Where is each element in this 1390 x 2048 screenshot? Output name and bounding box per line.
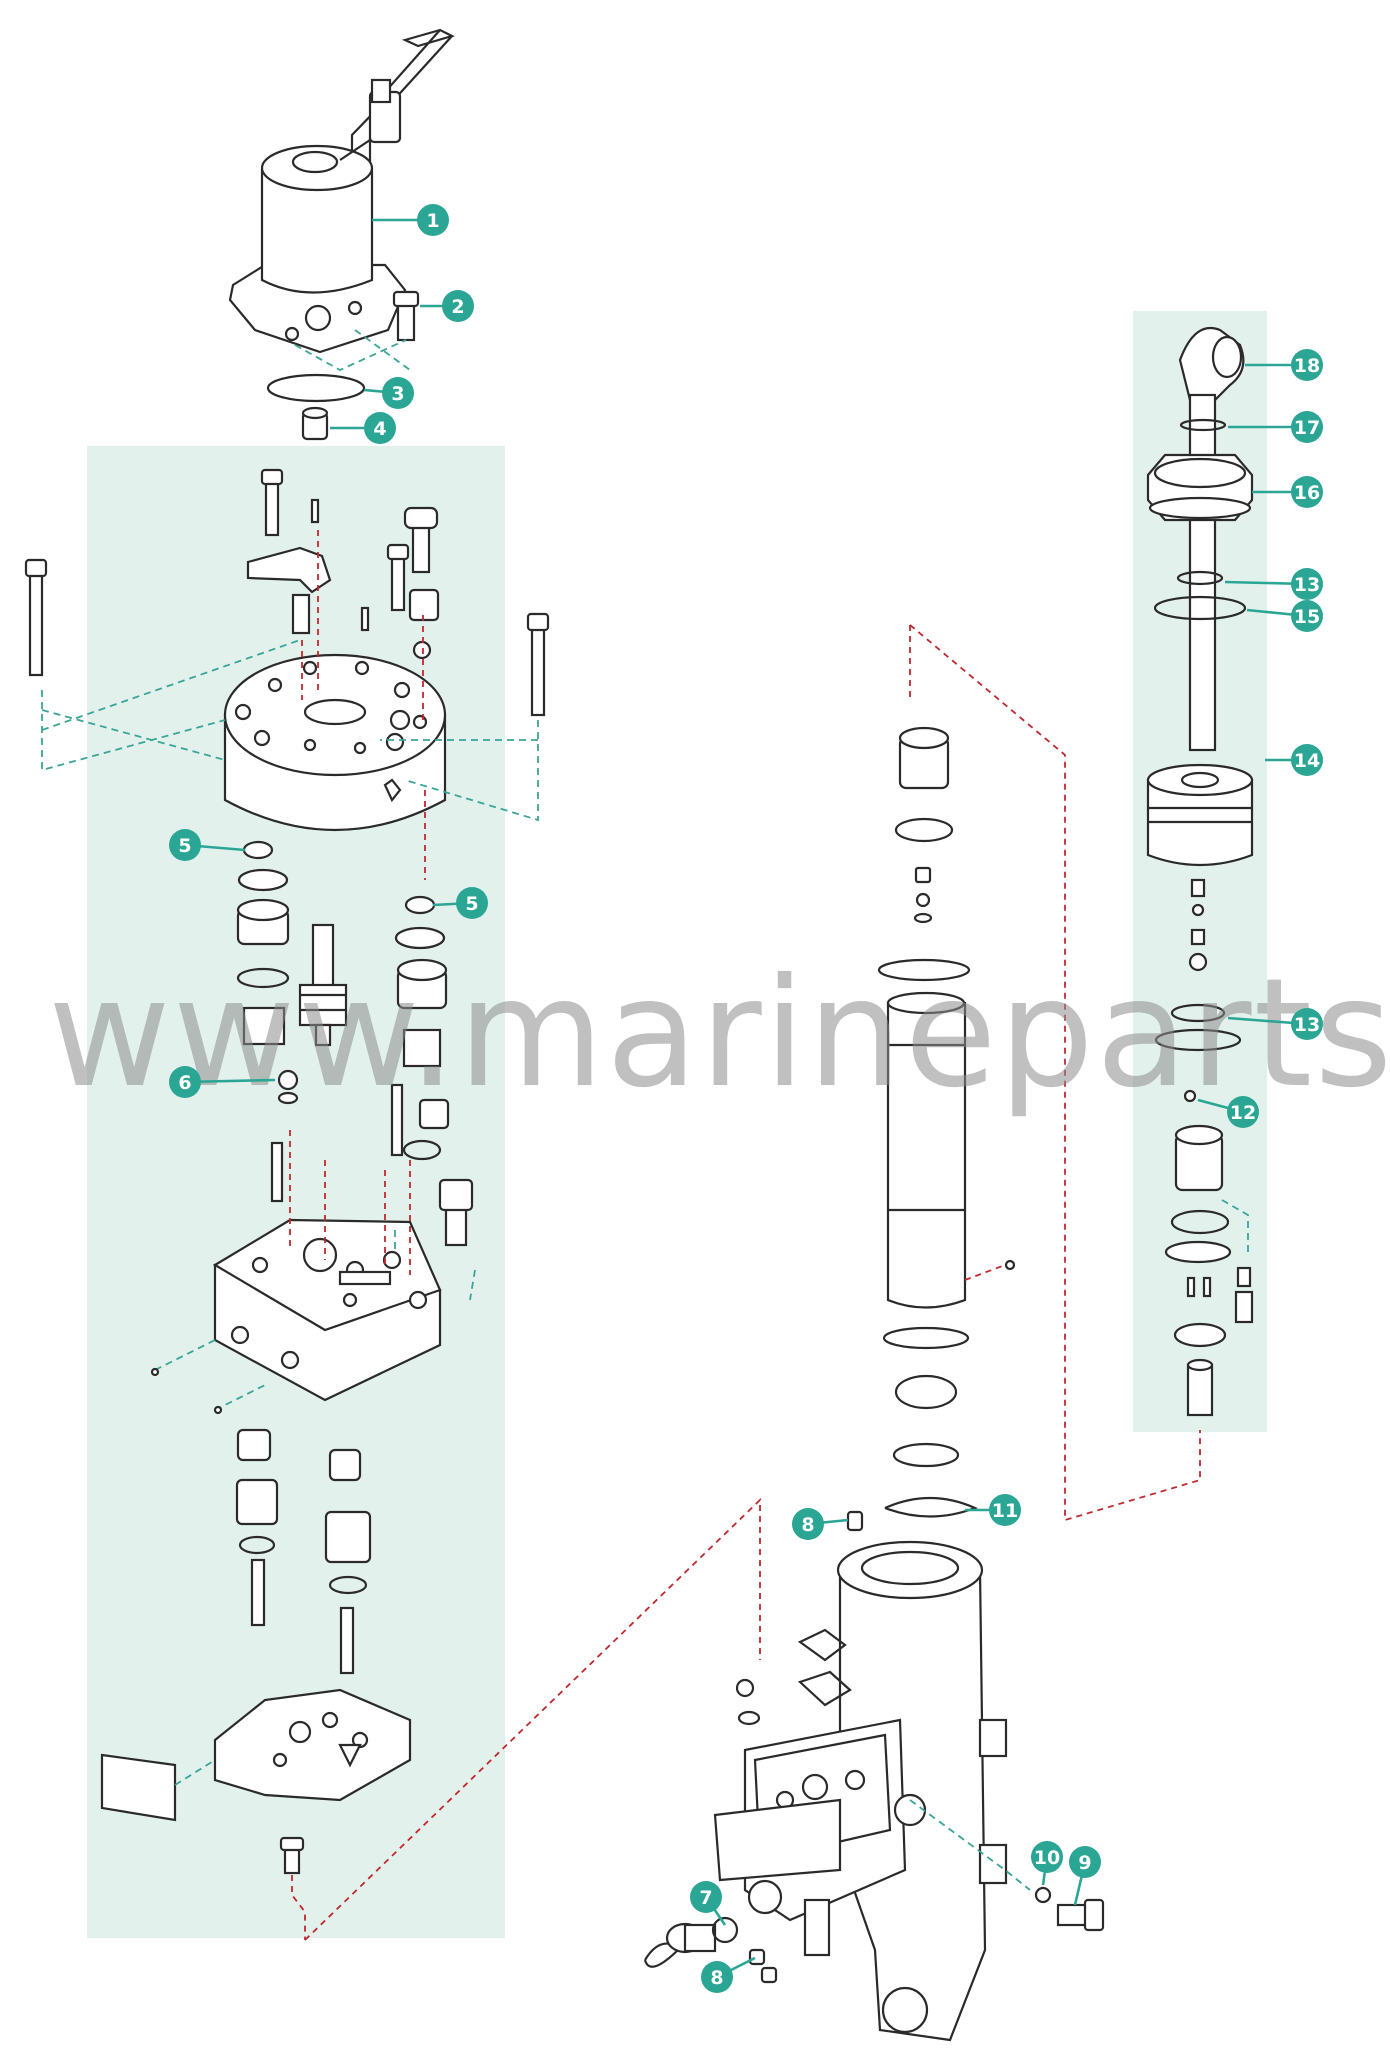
base-bolt: [279, 1836, 305, 1875]
callout-badge: [701, 1961, 733, 1993]
callout-badge: [1291, 476, 1323, 508]
callout-number: 10: [1034, 1847, 1060, 1869]
callout-badge: [1069, 1846, 1101, 1878]
callout-c1: 1: [372, 204, 449, 236]
bolt-part: [392, 290, 420, 342]
callout-number: 3: [391, 383, 404, 405]
callout-c13a: 13: [1224, 568, 1323, 600]
callout-badge: [1291, 349, 1323, 381]
callout-c3: 3: [363, 377, 414, 409]
callout-number: 11: [992, 1500, 1018, 1522]
callout-number: 17: [1294, 417, 1320, 439]
side-plug: [643, 1916, 778, 1984]
small-springs: [291, 498, 440, 660]
callout-c4: 4: [330, 412, 396, 444]
callout-badge: [1291, 568, 1323, 600]
callout-c16: 16: [1252, 476, 1323, 508]
side-bolt: [1034, 1886, 1105, 1932]
bracket-part: [246, 546, 332, 594]
callout-c2: 2: [420, 290, 474, 322]
o-ring-part: [266, 373, 366, 403]
pump-base-plate: [213, 1688, 412, 1802]
gear-shaft-part: [298, 923, 348, 1047]
callout-c5b: 5: [432, 887, 488, 919]
piston: [1146, 763, 1254, 867]
rod-nut: [1146, 453, 1254, 522]
callout-c17: 17: [1228, 411, 1323, 443]
callout-number: 2: [451, 296, 464, 318]
clips: [735, 1628, 852, 1726]
callout-number: 7: [699, 1887, 712, 1909]
tube-top-seal: [877, 726, 971, 982]
callout-c14: 14: [1265, 744, 1323, 776]
gasket-card: [100, 1753, 177, 1822]
callout-c5a: 5: [169, 829, 246, 861]
main-housing: [713, 1540, 1008, 2042]
ram-eye: [1178, 327, 1245, 402]
callout-c10: 10: [1031, 1841, 1063, 1886]
cylinder-tube: [882, 991, 1016, 1518]
callout-badge: [382, 377, 414, 409]
callout-number: 9: [1078, 1852, 1091, 1874]
set-screw-part: [846, 1510, 864, 1532]
callout-badge: [690, 1881, 722, 1913]
pump-body: [212, 1218, 442, 1402]
callout-number: 13: [1294, 574, 1320, 596]
callout-c13b: 13: [1227, 1008, 1323, 1040]
callout-c12: 12: [1197, 1096, 1259, 1128]
callout-c8a: 8: [792, 1508, 849, 1540]
long-bolt-part: [24, 468, 550, 717]
callout-badge: [456, 887, 488, 919]
callout-number: 4: [373, 418, 386, 440]
callout-c11: 11: [965, 1494, 1021, 1526]
callout-number: 8: [801, 1514, 814, 1536]
callout-number: 8: [710, 1967, 723, 1989]
callout-number: 5: [465, 893, 478, 915]
callout-c15: 15: [1246, 600, 1323, 632]
callout-badge: [1291, 411, 1323, 443]
callout-badge: [1031, 1841, 1063, 1873]
motor-part: [228, 28, 455, 354]
watermark-text: www.marineparts.eu: [48, 947, 1390, 1121]
callout-number: 6: [178, 1072, 191, 1094]
pins-and-small-parts: [270, 1069, 474, 1247]
callout-badge: [169, 829, 201, 861]
callout-c6: 6: [169, 1066, 276, 1098]
callout-c9: 9: [1069, 1846, 1101, 1906]
callout-badge: [1227, 1096, 1259, 1128]
callout-number: 15: [1294, 606, 1320, 628]
callout-badge: [1291, 600, 1323, 632]
callout-badge: [442, 290, 474, 322]
callout-c8b: 8: [701, 1956, 756, 1993]
pump-top-plate: [223, 653, 447, 832]
piston-small-parts: [1154, 878, 1254, 1417]
callout-badge: [989, 1494, 1021, 1526]
callout-number: 12: [1230, 1102, 1256, 1124]
callout-badge: [364, 412, 396, 444]
callout-number: 14: [1294, 750, 1320, 772]
washer-set-left: [236, 840, 448, 1068]
callout-number: 18: [1294, 355, 1320, 377]
callout-c7: 7: [690, 1881, 727, 1926]
callout-c18: 18: [1245, 349, 1323, 381]
callout-badge: [1291, 1008, 1323, 1040]
callout-badge: [792, 1508, 824, 1540]
callout-number: 5: [178, 835, 191, 857]
valve-stack: [235, 1428, 372, 1675]
callout-number: 16: [1294, 482, 1320, 504]
callout-badge: [1291, 744, 1323, 776]
callout-badge: [169, 1066, 201, 1098]
callout-number: 13: [1294, 1014, 1320, 1036]
sleeve-part: [301, 406, 329, 441]
callout-badge: [417, 204, 449, 236]
callout-number: 1: [426, 210, 439, 232]
